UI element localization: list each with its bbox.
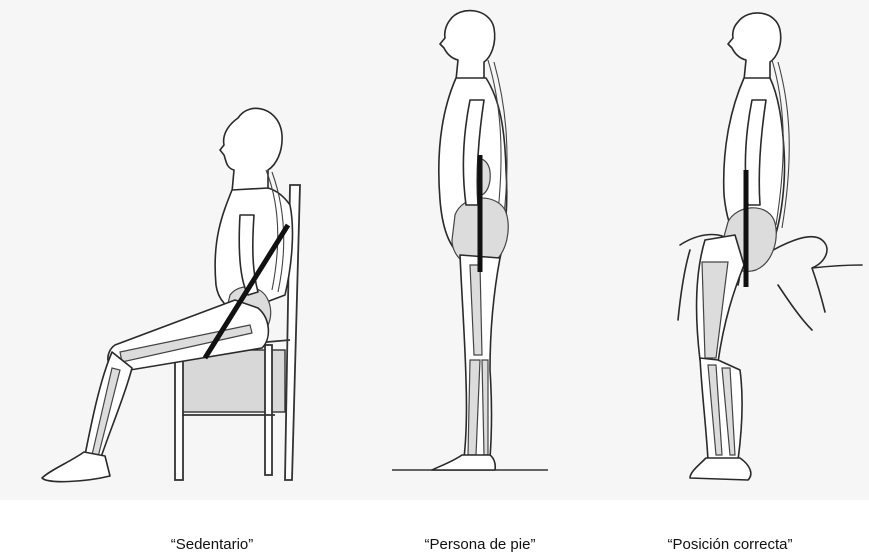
standing-head	[440, 11, 495, 80]
standing-foot	[432, 455, 495, 470]
caption-persona-de-pie: “Persona de pie”	[425, 535, 536, 555]
seat-outline-right	[760, 237, 862, 330]
standing-figure	[392, 11, 548, 470]
correct-foot	[690, 458, 751, 480]
chair-front-leg	[175, 355, 183, 480]
caption-sedentario: “Sedentario”	[171, 535, 254, 555]
posture-illustration	[0, 0, 869, 500]
chair-back-leg	[265, 345, 272, 475]
seated-foot	[42, 452, 110, 482]
correct-position-figure	[678, 13, 862, 480]
caption-posicion-correcta: “Posición correcta”	[667, 535, 792, 555]
seated-figure	[42, 108, 300, 481]
seated-head	[220, 108, 282, 192]
illustration-canvas	[0, 0, 869, 500]
correct-head	[728, 13, 781, 80]
